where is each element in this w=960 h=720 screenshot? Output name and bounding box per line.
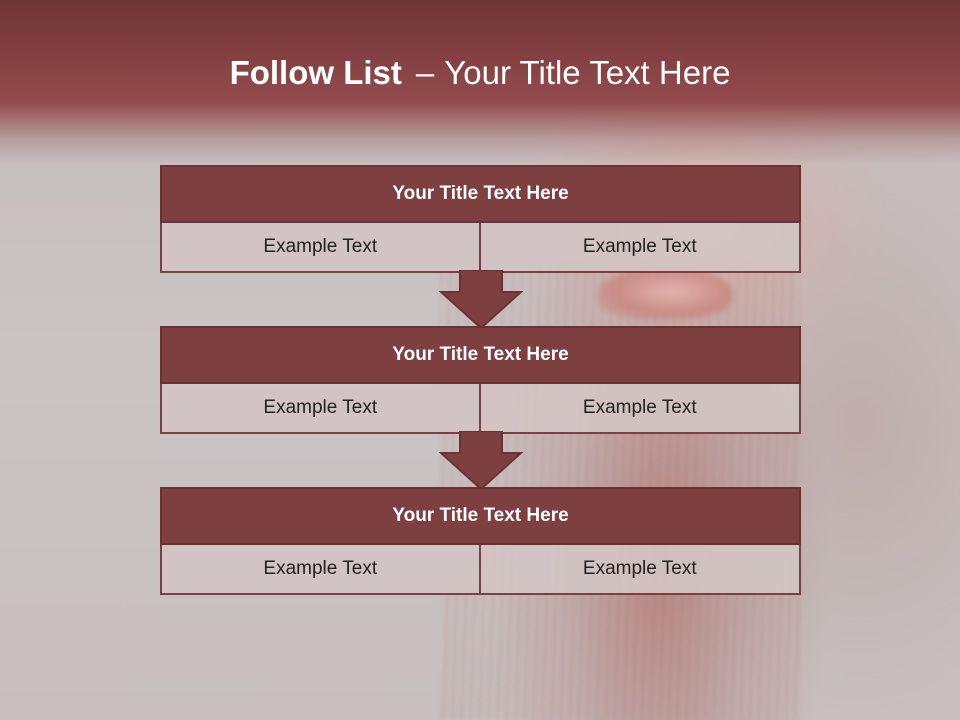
block-1-row: Example Text Example Text (160, 223, 801, 273)
block-3-left-text: Example Text (160, 545, 481, 595)
down-arrow-icon (439, 270, 523, 330)
block-2-row: Example Text Example Text (160, 384, 801, 434)
title-band (0, 0, 960, 165)
down-arrow-icon (439, 431, 523, 491)
block-1-title: Your Title Text Here (160, 165, 801, 223)
title-bold: Follow List (229, 54, 402, 91)
slide-title: Follow List–Your Title Text Here (0, 54, 960, 92)
block-3-title: Your Title Text Here (160, 487, 801, 545)
title-dash: – (415, 54, 435, 91)
list-block-1: Your Title Text Here Example Text Exampl… (160, 165, 801, 273)
block-2-left-text: Example Text (160, 384, 481, 434)
list-block-2: Your Title Text Here Example Text Exampl… (160, 326, 801, 434)
list-block-3: Your Title Text Here Example Text Exampl… (160, 487, 801, 595)
title-rest: Your Title Text Here (444, 54, 731, 91)
block-2-right-text: Example Text (480, 384, 801, 434)
block-1-right-text: Example Text (480, 223, 801, 273)
block-2-title: Your Title Text Here (160, 326, 801, 384)
background-lips (598, 268, 732, 320)
block-1-left-text: Example Text (160, 223, 481, 273)
block-3-right-text: Example Text (480, 545, 801, 595)
block-3-row: Example Text Example Text (160, 545, 801, 595)
